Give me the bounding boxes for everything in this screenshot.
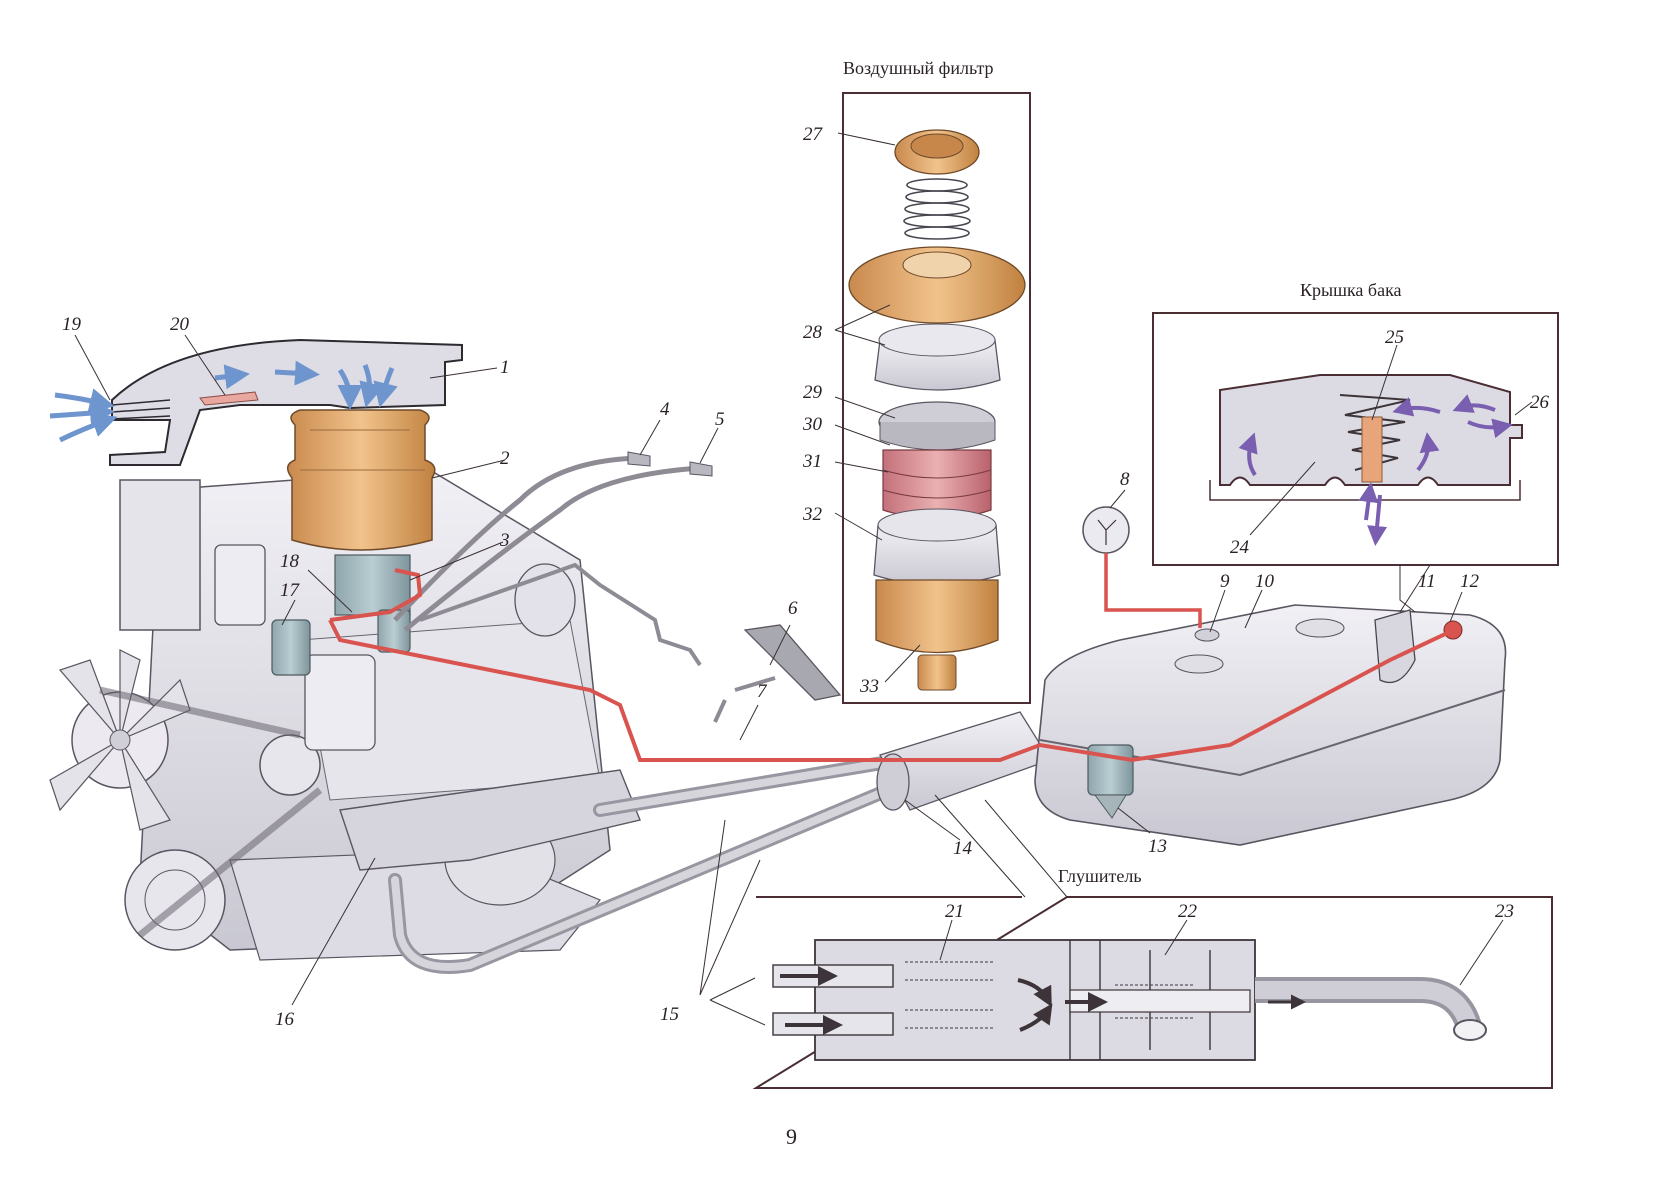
callout-26: 26 bbox=[1530, 392, 1550, 413]
callout-24: 24 bbox=[1230, 537, 1250, 558]
callout-6: 6 bbox=[788, 598, 798, 619]
air-filter-caption: Воздушный фильтр bbox=[843, 58, 994, 78]
callout-17: 17 bbox=[280, 580, 301, 601]
callout-2: 2 bbox=[500, 448, 510, 469]
callout-3: 3 bbox=[499, 530, 510, 551]
page-number: 9 bbox=[786, 1124, 797, 1149]
muffler-inset bbox=[752, 794, 1553, 1089]
callout-5: 5 bbox=[715, 409, 725, 430]
callout-29: 29 bbox=[803, 382, 823, 403]
callout-31: 31 bbox=[802, 451, 822, 472]
fan bbox=[49, 649, 191, 831]
callout-22: 22 bbox=[1178, 901, 1198, 922]
fuel-line-gauge bbox=[1104, 553, 1202, 628]
callout-15: 15 bbox=[660, 1004, 679, 1025]
callout-8: 8 bbox=[1120, 469, 1130, 490]
callout-numbers: 1 2 3 4 5 6 7 8 9 10 11 12 13 14 15 16 1… bbox=[62, 124, 1550, 1030]
callout-23: 23 bbox=[1495, 901, 1514, 922]
air-intake-duct bbox=[49, 338, 463, 466]
tank-cap-inset bbox=[1152, 312, 1559, 613]
callout-7: 7 bbox=[757, 681, 768, 702]
fuel-line-carb bbox=[329, 568, 423, 622]
callout-30: 30 bbox=[802, 414, 823, 435]
callout-19: 19 bbox=[62, 314, 82, 335]
air-filter-inset bbox=[842, 92, 1031, 704]
callout-28: 28 bbox=[803, 322, 823, 343]
callout-12: 12 bbox=[1460, 571, 1480, 592]
engine bbox=[49, 409, 641, 961]
leader-lines bbox=[74, 132, 1533, 1026]
callout-10: 10 bbox=[1255, 571, 1275, 592]
tank-cap-caption: Крышка бака bbox=[1300, 280, 1402, 300]
callout-16: 16 bbox=[275, 1009, 295, 1030]
control-cables bbox=[393, 451, 842, 723]
callout-25: 25 bbox=[1385, 327, 1404, 348]
callout-32: 32 bbox=[802, 504, 823, 525]
callout-4: 4 bbox=[660, 399, 670, 420]
callout-9: 9 bbox=[1220, 571, 1230, 592]
callout-21: 21 bbox=[945, 901, 964, 922]
callout-1: 1 bbox=[500, 357, 510, 378]
callout-33: 33 bbox=[859, 676, 879, 697]
callout-18: 18 bbox=[280, 551, 300, 572]
callout-11: 11 bbox=[1418, 571, 1436, 592]
callout-20: 20 bbox=[170, 314, 190, 335]
callout-13: 13 bbox=[1148, 836, 1167, 857]
fuel-line bbox=[328, 619, 1459, 763]
muffler-caption: Глушитель bbox=[1058, 866, 1142, 886]
callout-27: 27 bbox=[803, 124, 824, 145]
callout-14: 14 bbox=[953, 838, 973, 859]
